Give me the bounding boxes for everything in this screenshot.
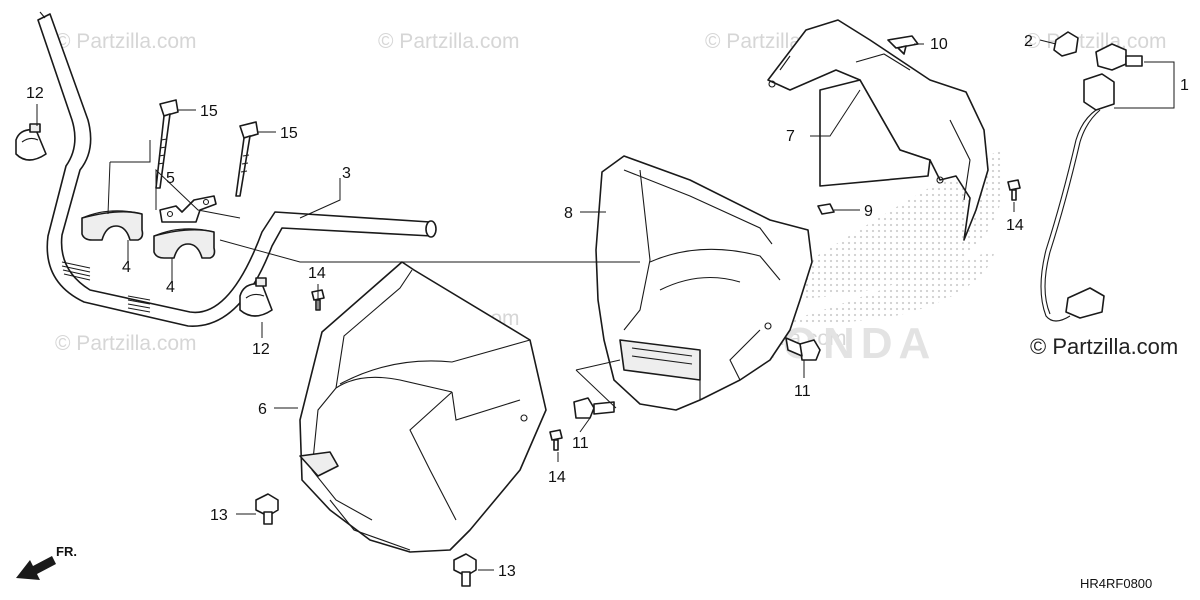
callout-label: 10: [930, 36, 948, 53]
callout-label: 6: [258, 401, 267, 418]
front-cover-part-6: [299, 261, 547, 553]
callout-label: 2: [1024, 33, 1033, 50]
callout-label: 13: [498, 563, 516, 580]
handlebar-holder-part-4-b: [153, 228, 216, 259]
arrow-icon: [16, 556, 56, 580]
bolt-part-11-a: [785, 337, 821, 361]
grommet-part-10: [887, 35, 919, 55]
handlebar-holder-part-4-a: [81, 210, 144, 241]
callout-label: 15: [280, 125, 298, 142]
bolt-part-15-a: [155, 99, 179, 189]
callout-label: 14: [1006, 217, 1024, 234]
clamp-part-12-b: [239, 277, 273, 317]
callout-label: 11: [572, 435, 589, 452]
watermark: © Partzilla.com: [55, 30, 197, 53]
headlight-case-part-8: [595, 155, 813, 411]
key-part-2: [1053, 31, 1079, 57]
handlebar-part-3: [37, 11, 437, 327]
callout-label: 5: [166, 170, 175, 187]
watermark: © Partzilla.com: [378, 30, 520, 53]
callout-label: 1: [1180, 77, 1189, 94]
honda-wing-watermark: [760, 150, 1004, 325]
callout-label: 9: [864, 203, 873, 220]
callout-label: 11: [794, 383, 811, 400]
ignition-switch-part-1: [1040, 43, 1143, 322]
rivet-part-13-a: [255, 493, 279, 525]
callout-label: 14: [308, 265, 326, 282]
direction-label: FR.: [56, 544, 77, 559]
watermark: © Partzilla.com: [55, 332, 197, 355]
bracket-part-5: [159, 195, 217, 223]
callout-labels: 1 2 3 4 4 5 6 7 8 9 10 11 11 12 12 13 13…: [26, 33, 1189, 580]
diagram-code: HR4RF0800: [1080, 576, 1152, 591]
clamp-part-12-a: [15, 123, 47, 161]
callout-label: 4: [122, 259, 131, 276]
screw-part-14-b: [549, 429, 563, 451]
screw-part-14-c: [1007, 179, 1021, 201]
callout-label: 4: [166, 279, 175, 296]
callout-label: 3: [342, 165, 351, 182]
callout-label: 12: [252, 341, 270, 358]
rivet-part-13-b: [453, 553, 477, 587]
front-direction-indicator: FR.: [16, 544, 77, 580]
callout-label: 12: [26, 85, 44, 102]
clip-part-9: [817, 203, 835, 215]
bolt-part-15-b: [235, 121, 259, 197]
callout-label: 14: [548, 469, 566, 486]
leader-lines: [36, 39, 1175, 571]
upper-cover-part-7: [767, 19, 989, 241]
callout-label: 7: [786, 128, 795, 145]
bolt-part-11-b: [573, 397, 615, 419]
callout-label: 15: [200, 103, 218, 120]
corner-watermark: © Partzilla.com: [1030, 334, 1178, 359]
callout-label: 13: [210, 507, 228, 524]
callout-label: 8: [564, 205, 573, 222]
